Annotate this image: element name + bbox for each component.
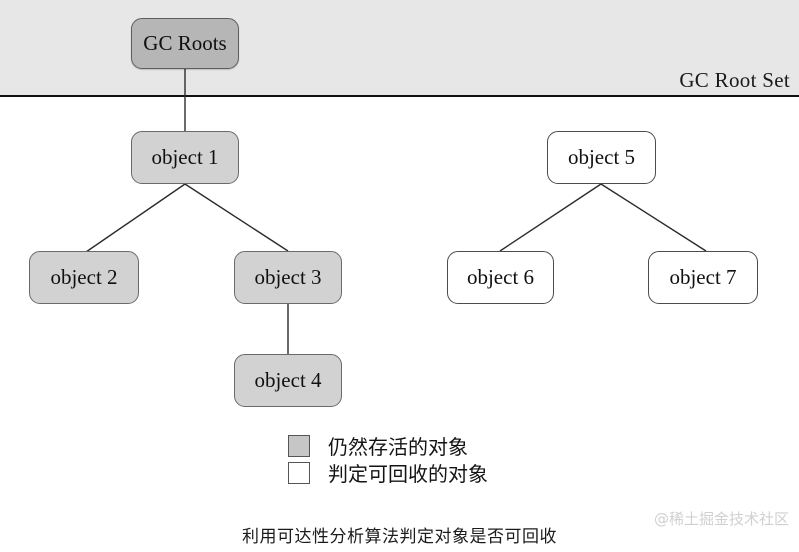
node-label: object 7 (669, 265, 737, 289)
legend-label: 判定可回收的对象 (328, 462, 488, 486)
edge-object-1-to-object-2 (85, 183, 186, 253)
node-object-4[interactable]: object 4 (234, 354, 342, 407)
node-label: object 6 (466, 265, 535, 289)
node-object-1[interactable]: object 1 (131, 131, 239, 184)
node-object-7[interactable]: object 7 (648, 251, 758, 304)
watermark: @稀土掘金技术社区 (653, 510, 789, 528)
edge-object-5-to-object-6 (499, 183, 602, 252)
node-object-3[interactable]: object 3 (234, 251, 342, 304)
node-gc-roots[interactable]: GC Roots (131, 18, 239, 69)
node-object-6[interactable]: object 6 (447, 251, 554, 304)
node-label: object 3 (254, 265, 322, 289)
legend-swatch-alive-icon (288, 434, 310, 457)
legend-row-collectable: 判定可回收的对象 (288, 459, 488, 486)
node-label: object 5 (567, 145, 636, 169)
legend: 仍然存活的对象判定可回收的对象 (288, 432, 488, 486)
legend-row-alive: 仍然存活的对象 (288, 432, 488, 459)
diagram-caption: 利用可达性分析算法判定对象是否可回收 (242, 527, 557, 547)
node-label: object 1 (151, 145, 219, 169)
node-label: object 4 (254, 368, 322, 392)
legend-swatch-collectable-icon (288, 461, 310, 484)
edge-object-5-to-object-7 (600, 183, 707, 252)
node-object-5[interactable]: object 5 (547, 131, 656, 184)
node-label: object 2 (50, 265, 118, 289)
node-label: GC Roots (143, 31, 227, 55)
node-object-2[interactable]: object 2 (29, 251, 139, 304)
edge-object-1-to-object-3 (184, 183, 289, 252)
gc-root-set-label: GC Root Set (679, 68, 790, 92)
legend-label: 仍然存活的对象 (328, 435, 468, 459)
